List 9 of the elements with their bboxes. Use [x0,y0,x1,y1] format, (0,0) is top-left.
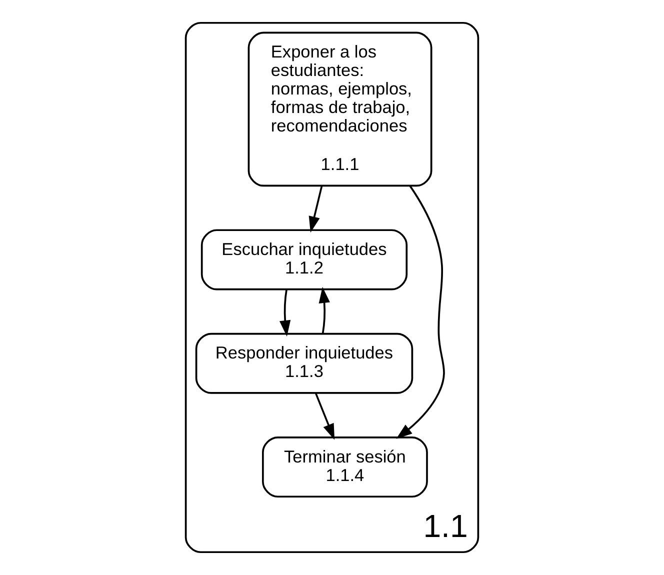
arrow [314,392,335,440]
arrow [396,186,445,439]
arrow [308,186,323,233]
arrow [279,290,291,336]
node-box: Terminar sesión 1.1.4 [262,436,428,498]
node-box: Escuchar inquietudes 1.1.2 [200,229,408,290]
node-box: Responder inquietudes 1.1.3 [195,332,414,394]
node-box: Exponer a los estudiantes: normas, ejemplos, formas de trabajo, recomendaciones 1.1.1 [248,32,432,187]
arrow [318,286,330,334]
